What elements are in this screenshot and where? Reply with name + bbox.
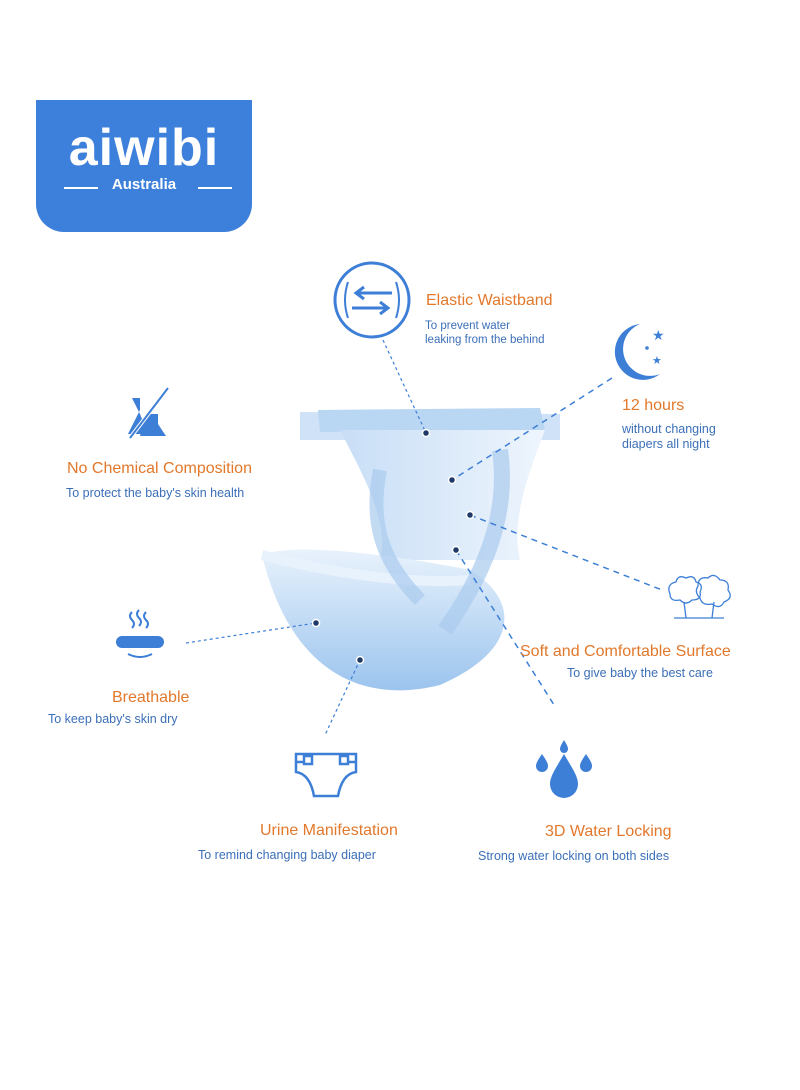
feature-title-chemical: No Chemical Composition: [67, 460, 252, 477]
feature-title-hours: 12 hours: [622, 397, 685, 414]
feature-title-soft: Soft and Comfortable Surface: [520, 643, 731, 660]
breathable-vapor-icon: [116, 609, 164, 658]
water-drops-icon: [536, 740, 592, 798]
feature-desc-water: Strong water locking on both sides: [478, 849, 670, 863]
desc-line: without changing: [622, 422, 716, 436]
feature-desc-chemical: To protect the baby's skin health: [66, 486, 245, 500]
cotton-icon: [668, 574, 731, 619]
desc-line: leaking from the behind: [425, 334, 545, 346]
feature-title-breathable: Breathable: [112, 689, 190, 706]
brand-logo: aiwibi Australia: [36, 100, 252, 232]
feature-desc-hours: without changing diapers all night: [622, 422, 716, 452]
arrows-exchange-icon: [333, 261, 411, 339]
moon-stars-icon: ★ ★: [614, 324, 665, 380]
brand-region: Australia: [111, 176, 177, 193]
svg-text:★: ★: [652, 354, 662, 367]
feature-desc-urine: To remind changing baby diaper: [198, 848, 376, 862]
feature-title-water: 3D Water Locking: [545, 823, 672, 840]
desc-line: To prevent water: [425, 320, 511, 332]
feature-desc-waistband: To prevent water leaking from the behind: [425, 319, 545, 347]
feature-title-waistband: Elastic Waistband: [426, 292, 553, 309]
logo-divider: [64, 187, 98, 189]
feature-desc-breathable: To keep baby's skin dry: [48, 712, 178, 726]
no-chemical-flask-icon: [128, 386, 170, 440]
desc-line: diapers all night: [622, 437, 710, 451]
svg-text:★: ★: [652, 328, 665, 344]
diaper-icon: [294, 752, 358, 798]
feature-title-urine: Urine Manifestation: [260, 822, 398, 839]
logo-divider: [198, 187, 232, 189]
brand-name: aiwibi: [68, 119, 220, 177]
feature-desc-soft: To give baby the best care: [567, 666, 713, 680]
